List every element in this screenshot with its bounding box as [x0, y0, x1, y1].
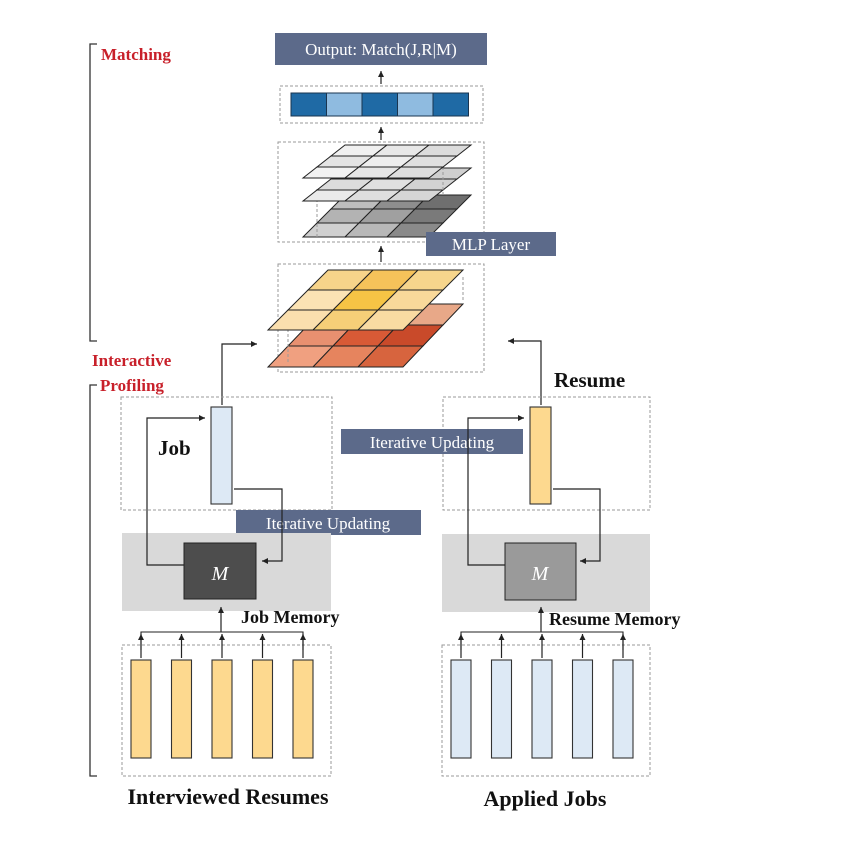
input-vector	[450, 659, 472, 759]
resume-memory-to-resume-arrow	[467, 415, 524, 566]
resume-memory-cell	[504, 542, 577, 601]
output-cell	[326, 92, 363, 117]
resume-to-tensor-arrow	[508, 338, 542, 405]
job-label: Job	[158, 436, 191, 460]
interactive-profiling-bracket	[89, 384, 97, 777]
input-vector	[170, 659, 193, 759]
job-memory-cell	[183, 542, 257, 600]
mlp-label: MLP Layer	[452, 235, 531, 254]
applied-jobs-vectors	[450, 631, 634, 759]
input-vector	[211, 659, 233, 759]
output-label: Output: Match(J,R|M)	[305, 40, 457, 59]
mlp-cell	[385, 189, 445, 202]
interviewed-resumes-label: Interviewed Resumes	[127, 784, 328, 809]
job-memory-symbol: M	[211, 563, 230, 585]
iterative-updating-left-box	[236, 510, 421, 535]
input-vector	[130, 659, 152, 759]
output-vector-frame	[279, 85, 484, 124]
section-title-profiling: Profiling	[100, 376, 164, 395]
resume-to-resume-memory-arrow	[553, 488, 601, 564]
input-vector	[612, 659, 634, 759]
interaction-tensor	[266, 269, 465, 368]
output-cell	[361, 92, 398, 117]
input-vector	[490, 659, 513, 759]
applied-jobs-frame	[441, 644, 651, 777]
output-label-box	[275, 33, 487, 65]
resume-memory-symbol: M	[531, 563, 550, 585]
output-cell	[397, 92, 434, 117]
iterative-updating-left-label: Iterative Updating	[266, 514, 391, 533]
interviewed-resumes-vectors	[130, 631, 314, 759]
job-vector	[210, 406, 233, 505]
job-to-tensor-arrow	[221, 341, 257, 405]
job-to-job-memory-arrow	[234, 488, 283, 564]
output-cell	[290, 92, 327, 117]
section-title-matching: Matching	[101, 45, 171, 64]
mlp-cell	[385, 166, 445, 179]
input-vector	[531, 659, 553, 759]
input-vector	[292, 659, 314, 759]
output-vector	[290, 92, 469, 117]
job-memory-label: Job Memory	[241, 607, 339, 627]
resume-vector	[529, 406, 552, 505]
interaction-cell	[356, 309, 425, 331]
job-frame	[120, 396, 333, 511]
mlp-frame	[277, 141, 485, 243]
output-cell	[432, 92, 469, 117]
mlp-layer-stack	[301, 144, 473, 238]
section-title-interactive: Interactive	[92, 351, 172, 370]
resume-label: Resume	[554, 368, 625, 392]
interaction-cell	[356, 345, 425, 368]
input-vector	[571, 659, 594, 759]
iterative-updating-right-box	[341, 429, 523, 454]
resume-memory-label: Resume Memory	[549, 609, 680, 629]
matching-bracket	[89, 43, 97, 342]
interaction-frame	[277, 263, 485, 373]
iterative-updating-right-label: Iterative Updating	[370, 433, 495, 452]
applied-jobs-label: Applied Jobs	[484, 786, 607, 811]
input-vector	[251, 659, 274, 759]
job-memory-to-job-arrow	[146, 415, 205, 566]
mlp-label-box	[426, 232, 556, 256]
